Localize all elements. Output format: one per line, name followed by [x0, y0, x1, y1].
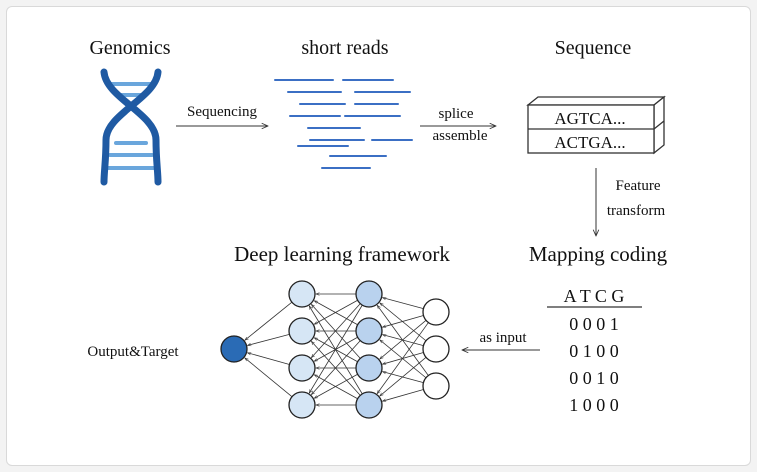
input-node: [422, 372, 450, 400]
hidden2-node: [355, 354, 383, 382]
output-node: [220, 335, 248, 363]
network-edge: [245, 358, 293, 398]
sequence-row-2: ACTGA...: [554, 133, 625, 152]
sequencing-label: Sequencing: [187, 104, 257, 120]
hidden2-node: [355, 317, 383, 345]
hidden2-node: [355, 391, 383, 419]
network-edge: [314, 300, 358, 326]
transform-label: transform: [607, 203, 666, 219]
network-edge: [248, 333, 290, 345]
hidden1-node: [288, 317, 316, 345]
sequence-row-1: AGTCA...: [554, 109, 625, 128]
network-edge: [314, 336, 358, 362]
coding-row: 0 1 0 0: [569, 341, 619, 361]
coding-row: 0 0 0 1: [569, 314, 619, 334]
short-reads-lines: [274, 79, 413, 169]
coding-row: 1 0 0 0: [569, 395, 619, 415]
network-edge: [377, 305, 429, 376]
network-edge: [314, 374, 358, 400]
assemble-label: assemble: [433, 128, 488, 144]
short-reads-title: short reads: [301, 37, 388, 59]
network-edge: [380, 320, 427, 359]
network-edge: [314, 299, 358, 325]
mapping-coding-title: Mapping coding: [529, 242, 668, 266]
output-target-label: Output&Target: [87, 344, 179, 360]
network-edge: [314, 373, 358, 399]
coding-row: 0 0 1 0: [569, 368, 619, 388]
network-edge: [247, 353, 290, 365]
network-nodes: [220, 280, 450, 419]
network-edge: [383, 298, 424, 310]
input-node: [422, 298, 450, 326]
network-edges: [245, 294, 429, 405]
feature-label: Feature: [616, 178, 661, 194]
network-edge: [245, 301, 293, 340]
sequence-title: Sequence: [555, 37, 632, 59]
network-edge: [380, 303, 427, 342]
dna-helix-icon: [100, 68, 162, 186]
network-edge: [311, 304, 361, 359]
sequence-box: AGTCA... ACTGA...: [526, 95, 666, 155]
network-edge: [382, 315, 424, 328]
hidden1-node: [288, 280, 316, 308]
network-edge: [311, 341, 361, 396]
network-edge: [383, 372, 424, 384]
hidden2-node: [355, 280, 383, 308]
splice-label: splice: [439, 106, 474, 122]
hidden1-node: [288, 354, 316, 382]
network-edge: [309, 306, 363, 395]
coding-table: A T C G 0 0 0 1 0 1 0 0 0 0 1 0 1 0 0 0: [547, 286, 642, 415]
network-edge: [382, 352, 424, 365]
network-edge: [380, 357, 427, 396]
dna-strand-1: [100, 68, 162, 186]
deep-learning-title: Deep learning framework: [234, 242, 450, 266]
hidden1-node: [288, 391, 316, 419]
genomics-title: Genomics: [89, 37, 170, 59]
dna-strand-2: [100, 68, 162, 186]
coding-header: A T C G: [564, 286, 625, 306]
as-input-label: as input: [479, 330, 527, 346]
network-edge: [380, 340, 427, 379]
network-edge: [382, 389, 424, 402]
input-node: [422, 335, 450, 363]
